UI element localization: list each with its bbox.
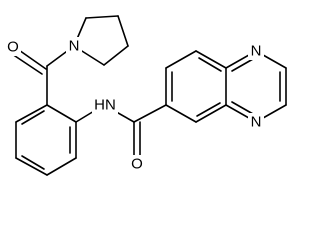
bond-pyrrolidine-c3-c4 bbox=[117, 15, 129, 47]
atom-label-text: O bbox=[131, 156, 143, 173]
atom-label-text: N bbox=[69, 38, 80, 55]
bond-q-c5-c6 bbox=[165, 104, 197, 123]
bond-q-pyrazine-inner-1 bbox=[231, 58, 254, 72]
bond-q-benzo-inner-2 bbox=[198, 57, 222, 72]
bond-benzene-c6-c1 bbox=[15, 104, 48, 123]
atom-ketone-oxygen: O bbox=[5, 38, 21, 56]
bond-q-c8-c8a bbox=[195, 50, 227, 69]
bond-q-benzo-inner-3 bbox=[196, 102, 221, 117]
bond-q-c7-c8 bbox=[165, 50, 197, 69]
atom-label-text: N bbox=[251, 114, 262, 131]
atom-amide-nitrogen: HN bbox=[92, 96, 118, 114]
atom-label-text: HN bbox=[94, 97, 116, 114]
chemical-structure-diagram: N O HN O N N bbox=[5, 15, 287, 176]
atom-quinoxaline-nitrogen-4: N bbox=[248, 113, 264, 131]
bond-benzene-inner-3 bbox=[21, 110, 45, 125]
atom-label-background bbox=[5, 38, 21, 56]
atom-label-background bbox=[248, 42, 264, 60]
atom-quinoxaline-nitrogen-1: N bbox=[248, 42, 264, 60]
bond-amide-c-quinoxaline bbox=[133, 104, 167, 123]
bond-benzene-inner-2 bbox=[21, 155, 45, 170]
atom-amide-oxygen: O bbox=[129, 155, 145, 173]
bond-q-c4a-c5 bbox=[195, 104, 227, 123]
atom-pyrrolidine-nitrogen: N bbox=[66, 37, 82, 55]
atom-label-background bbox=[92, 96, 118, 114]
atom-label-text: O bbox=[7, 39, 19, 56]
bond-benzene-c3-c4 bbox=[46, 157, 77, 176]
bond-q-pyrazine-inner-3 bbox=[231, 101, 254, 115]
bond-benzene-c4-c5 bbox=[15, 157, 48, 176]
atom-label-text: N bbox=[251, 43, 262, 60]
bond-ketone-c-o-double bbox=[11, 53, 43, 75]
atom-label-background bbox=[66, 37, 82, 55]
atom-label-background bbox=[129, 155, 145, 173]
atom-label-background bbox=[248, 113, 264, 131]
atom-label-layer: N O HN O N N bbox=[5, 37, 264, 173]
bond-pyrrolidine-c4-c5 bbox=[103, 45, 129, 66]
bond-benzene-c1-c2 bbox=[46, 104, 77, 123]
bond-layer bbox=[11, 15, 287, 176]
bond-pyrrolidine-c2-c3 bbox=[85, 15, 119, 19]
